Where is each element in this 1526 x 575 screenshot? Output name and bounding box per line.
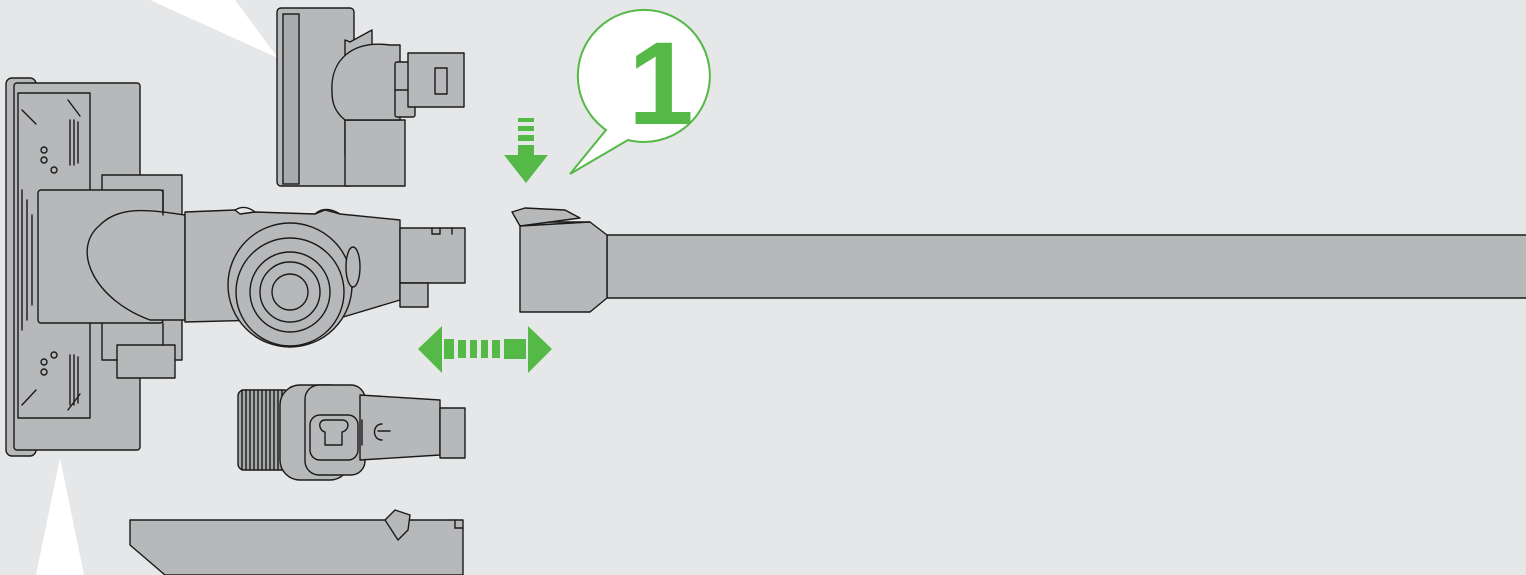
arrow-left-right-icon bbox=[418, 326, 552, 373]
arrow-down-icon bbox=[504, 118, 548, 183]
combination-tool bbox=[277, 8, 464, 186]
callout-pointer-bottom bbox=[36, 458, 84, 575]
crevice-tool bbox=[130, 510, 463, 575]
callout-pointer-top bbox=[150, 0, 278, 58]
mini-soft-dusting-brush bbox=[238, 385, 465, 480]
step-number: 1 bbox=[628, 18, 694, 150]
step-callout: 1 bbox=[570, 10, 710, 174]
wand-tube bbox=[512, 208, 1526, 312]
